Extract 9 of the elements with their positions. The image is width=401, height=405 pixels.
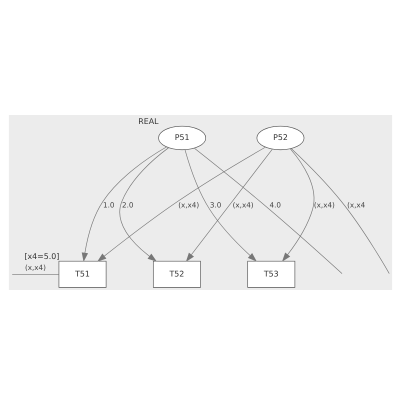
connector <box>194 148 342 274</box>
arrow <box>186 148 273 262</box>
arrow <box>282 148 314 262</box>
arrow <box>82 146 167 262</box>
arrow <box>184 149 257 262</box>
connector <box>12 274 60 275</box>
arrow <box>119 147 169 262</box>
arrow <box>97 146 266 262</box>
connector <box>290 148 390 274</box>
